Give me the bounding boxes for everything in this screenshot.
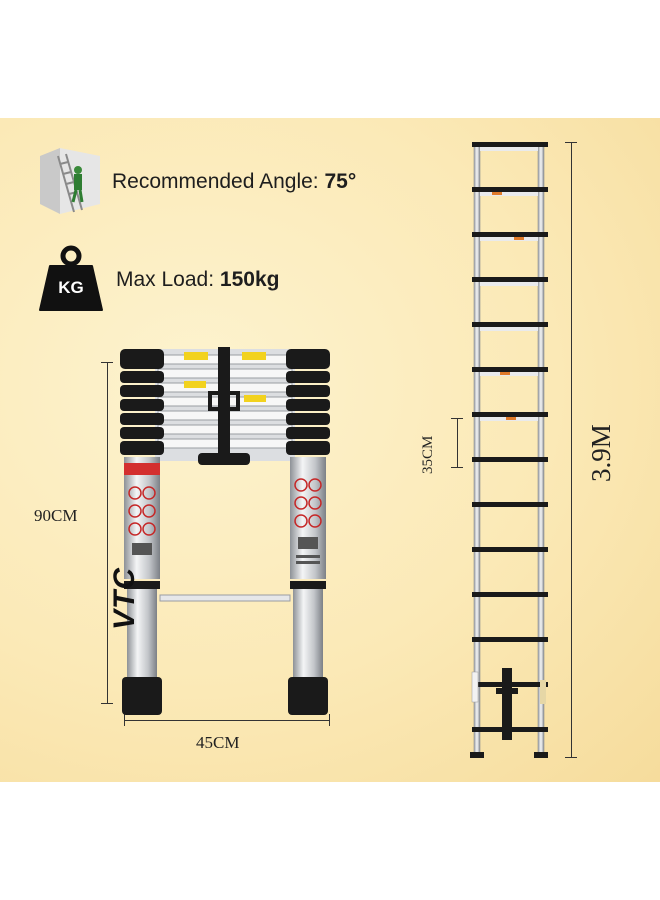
rung-spacing-label: 35CM bbox=[420, 435, 436, 474]
retracted-width-label: 45CM bbox=[196, 733, 240, 752]
kg-weight-icon: KG bbox=[36, 244, 106, 316]
ladder-wall-icon bbox=[40, 148, 100, 214]
angle-value: 75° bbox=[324, 170, 357, 193]
max-load-feature: KG Max Load: 150kg bbox=[36, 244, 279, 316]
load-text: Max Load: 150kg bbox=[116, 268, 279, 292]
load-value: 150kg bbox=[219, 268, 280, 291]
extended-ladder-image bbox=[470, 142, 548, 758]
retracted-ladder-image bbox=[120, 347, 330, 715]
retracted-height-label: 90CM bbox=[34, 506, 78, 525]
extended-height-label: 3.9M bbox=[586, 424, 616, 482]
angle-text: Recommended Angle: 75° bbox=[112, 170, 356, 194]
kg-text: KG bbox=[58, 278, 84, 297]
brand-logo: VTC bbox=[108, 567, 141, 630]
recommended-angle-feature: Recommended Angle: 75° bbox=[38, 146, 356, 218]
load-label: Max Load: bbox=[116, 268, 215, 291]
angle-label: Recommended Angle: bbox=[112, 170, 319, 193]
